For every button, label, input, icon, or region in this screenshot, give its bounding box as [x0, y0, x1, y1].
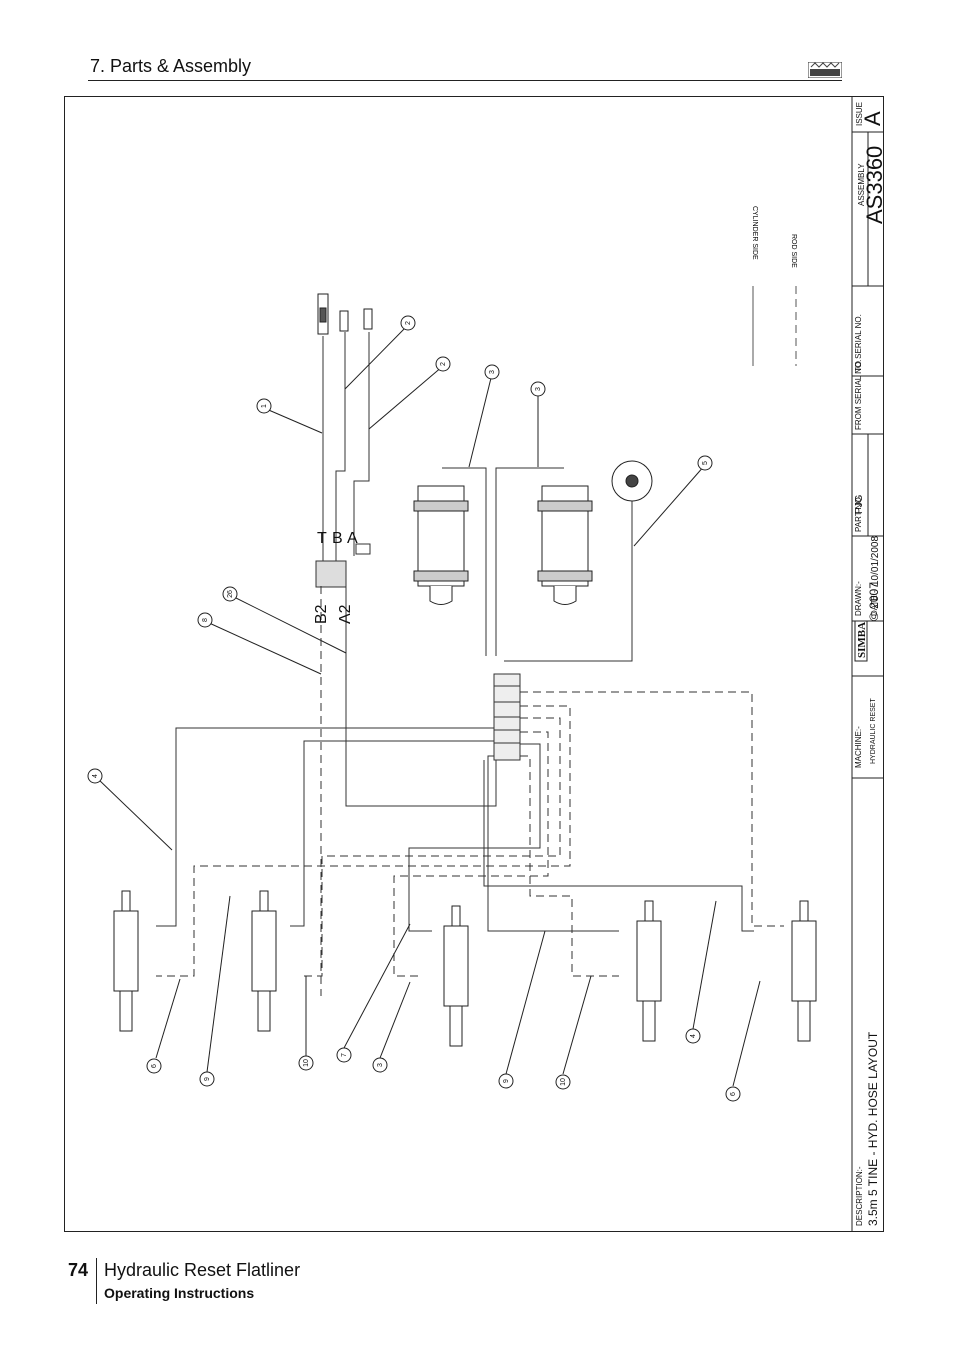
balloon-2b: 2	[440, 362, 447, 366]
description-label: DESCRIPTION:-	[855, 1166, 864, 1226]
assembly-label: ASSEMBLY	[857, 163, 866, 206]
tine-rams	[113, 890, 817, 1047]
balloon-1: 1	[261, 404, 268, 408]
document-title: Hydraulic Reset Flatliner	[104, 1260, 301, 1280]
drawn-label: DRAWN:-	[854, 581, 863, 616]
footer-rule	[96, 1258, 97, 1304]
part-balloons	[87, 315, 761, 1102]
description-value: 3.5m 5 TINE - HYD. HOSE LAYOUT	[866, 1031, 880, 1226]
document-subtitle: Operating Instructions	[104, 1285, 255, 1301]
balloon-9a: 9	[204, 1077, 211, 1081]
balloon-3a: 3	[489, 370, 496, 374]
balloon-9b: 9	[503, 1079, 510, 1083]
machine-value: HYDRAULIC RESET	[870, 698, 877, 764]
balloon-4a: 4	[92, 774, 99, 778]
port-a2: A2	[337, 604, 354, 624]
balloon-6a: 6	[151, 1064, 158, 1068]
quick-couplers	[317, 293, 373, 335]
assembly-number: AS3360	[862, 146, 884, 224]
balloon-10a: 10	[303, 1059, 310, 1067]
balloon-6b: 6	[730, 1092, 737, 1096]
simba-brand-box	[854, 620, 868, 662]
port-b: B	[332, 530, 343, 547]
issue-value: A	[860, 111, 884, 126]
copyright: © 2007	[867, 582, 881, 621]
balloon-7: 7	[341, 1053, 348, 1057]
balloon-10b: 10	[560, 1078, 567, 1086]
machine-label: MACHINE:-	[854, 726, 863, 768]
date-label: DATE:-	[870, 590, 879, 616]
balloon-26: 26	[227, 590, 234, 598]
drawn-value: PJG	[854, 494, 865, 514]
legend-rod-side: ROD SIDE	[790, 234, 797, 268]
simba-logo	[808, 62, 842, 78]
legend-cylinder-side: CYLINDER SIDE	[751, 206, 758, 260]
issue-label: ISSUE	[855, 102, 864, 126]
port-b2: B2	[313, 604, 330, 624]
balloon-2a: 2	[405, 321, 412, 325]
balloon-8: 8	[202, 618, 209, 622]
brand-mark: SIMBA	[856, 622, 868, 658]
header-rule	[88, 80, 842, 81]
port-t: T	[317, 530, 327, 547]
page-number: 74	[68, 1260, 89, 1280]
legend	[752, 286, 797, 366]
from-serial-label: FROM SERIAL NO.	[854, 360, 863, 430]
balloon-5: 5	[702, 461, 709, 465]
section-title: 7. Parts & Assembly	[90, 56, 252, 76]
balloon-4b: 4	[690, 1034, 697, 1038]
balloon-3b: 3	[535, 387, 542, 391]
to-serial-label: TO SERIAL NO.	[854, 314, 863, 372]
hose-layout-drawing: ISSUE A ASSEMBLY AS3360 TO SERIAL NO. FR…	[87, 96, 884, 1232]
part-no-label: PART NO.	[854, 495, 863, 532]
balloon-3c: 3	[377, 1063, 384, 1067]
drawing-frame	[64, 96, 884, 1232]
upper-cylinders	[413, 460, 653, 605]
hydraulic-hoses	[156, 332, 784, 996]
port-a: A	[347, 530, 358, 547]
date-value: 10/01/2008	[870, 536, 881, 586]
